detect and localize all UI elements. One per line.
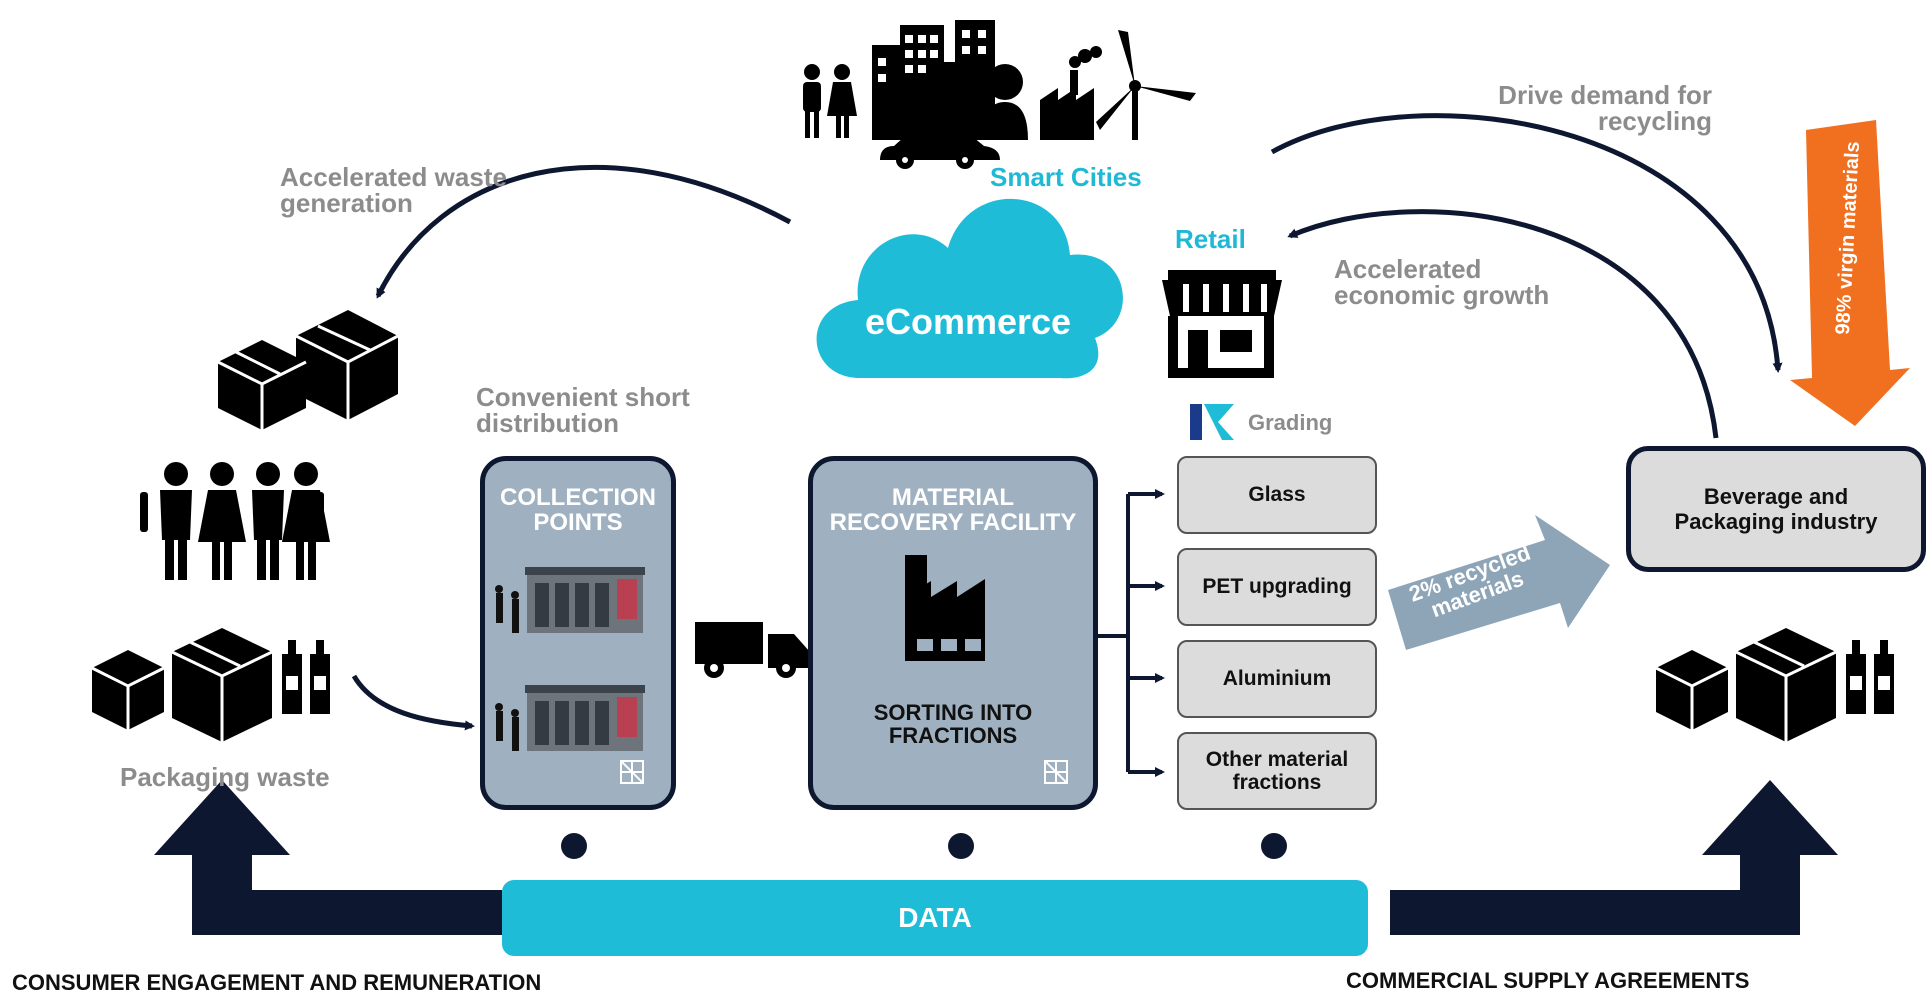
grading-logo-icon bbox=[1190, 404, 1234, 440]
smart-city-skyline-icon bbox=[803, 20, 1196, 169]
retail-label: Retail bbox=[1175, 224, 1246, 254]
virgin-materials-arrow bbox=[1790, 120, 1910, 426]
ecommerce-cloud-shape bbox=[816, 198, 1123, 379]
data-dot-fractions bbox=[1261, 833, 1287, 859]
data-dot-mrf bbox=[948, 833, 974, 859]
packaging-waste-icon bbox=[91, 628, 330, 742]
supply-agreements-arrow-shape bbox=[1390, 780, 1838, 935]
packaging-waste-label: Packaging waste bbox=[120, 762, 330, 792]
ecommerce-label: eCommerce bbox=[864, 301, 1072, 342]
company-logo-icon bbox=[620, 760, 644, 784]
arrow-waste-to-collection bbox=[351, 674, 475, 731]
grading-label: Grading bbox=[1248, 410, 1333, 435]
collection-kiosks-illustration bbox=[495, 567, 645, 784]
truck-icon bbox=[695, 622, 810, 678]
consumer-engagement-label: CONSUMER ENGAGEMENT AND REMUNERATION bbox=[12, 970, 542, 995]
fraction-aluminium: Aluminium bbox=[1177, 640, 1377, 718]
consumer-engagement-arrow-shape bbox=[154, 780, 502, 935]
fraction-glass: Glass bbox=[1177, 456, 1377, 534]
fraction-branch-connector bbox=[1098, 489, 1165, 777]
commercial-supply-label: COMMERCIAL SUPPLY AGREEMENTS bbox=[1346, 968, 1750, 993]
arrow-drive-demand bbox=[1270, 113, 1783, 373]
recycled-materials-arrow bbox=[1388, 515, 1610, 650]
arrow-economic-growth bbox=[1287, 209, 1719, 439]
fraction-pet-upgrading: PET upgrading bbox=[1177, 548, 1377, 626]
boxes-top-left-icon bbox=[217, 310, 399, 430]
smart-cities-label: Smart Cities bbox=[990, 162, 1142, 192]
factory-icon bbox=[905, 555, 1068, 784]
packaging-icon-right bbox=[1655, 628, 1894, 742]
people-group-icon bbox=[140, 462, 330, 580]
retail-store-icon bbox=[1162, 270, 1282, 378]
data-dot-collection bbox=[561, 833, 587, 859]
data-bar: DATA bbox=[502, 880, 1368, 956]
arrow-accelerated-waste bbox=[375, 165, 792, 299]
company-logo-icon bbox=[1044, 760, 1068, 784]
